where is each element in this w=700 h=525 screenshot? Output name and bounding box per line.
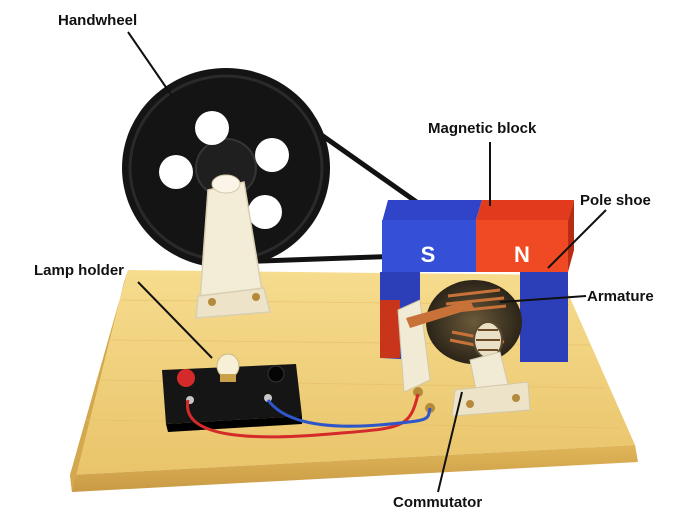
red-terminal xyxy=(177,369,195,387)
magnetic-block: S N xyxy=(382,200,574,272)
blue-wire xyxy=(266,399,432,428)
terminal-screw xyxy=(413,387,423,397)
stand-foot xyxy=(195,287,271,319)
magnet-top-blue xyxy=(382,200,482,222)
lamp-holder-leader xyxy=(137,281,213,359)
magnet-south-label: S xyxy=(421,242,436,267)
bracket-screw xyxy=(512,394,520,402)
pole-shoe-left-red xyxy=(380,300,400,358)
magnet-north-label: N xyxy=(514,242,530,267)
base-front-edge xyxy=(70,445,638,492)
armature-label: Armature xyxy=(587,288,654,305)
handwheel-hole xyxy=(159,155,193,189)
stand-screw xyxy=(208,298,216,306)
leader-lines xyxy=(127,31,607,493)
handwheel-hole xyxy=(195,111,229,145)
pole-shoe-right xyxy=(520,272,568,362)
lamp-screw xyxy=(264,394,272,402)
lamp-socket xyxy=(220,374,236,382)
commutator-segments xyxy=(476,329,500,351)
handwheel-hole xyxy=(248,195,282,229)
magnetic-block-label: Magnetic block xyxy=(428,120,537,137)
armature xyxy=(426,280,522,364)
lamp-holder-base xyxy=(162,364,302,424)
base-side-edge xyxy=(70,270,128,492)
lamp-holder xyxy=(162,353,302,432)
pole-shoe-label: Pole shoe xyxy=(580,192,651,209)
lamp-holder-label: Lamp holder xyxy=(34,262,125,279)
wires xyxy=(186,393,432,439)
lamp-holder-side xyxy=(166,416,302,432)
bracket-screw xyxy=(466,400,474,408)
magnet-front-blue xyxy=(382,220,476,272)
commutator-leader xyxy=(437,391,463,493)
red-wire xyxy=(186,393,420,439)
black-terminal xyxy=(267,365,285,383)
magnet-side xyxy=(568,200,574,272)
handwheel-hole xyxy=(255,138,289,172)
stand-screw xyxy=(252,293,260,301)
magnet-top-red xyxy=(476,200,574,220)
pole-shoe-leader xyxy=(547,209,607,269)
brush-arm xyxy=(406,300,474,328)
stand-axle-cap xyxy=(211,174,241,194)
handwheel-leader xyxy=(127,31,173,97)
armature-leader xyxy=(499,295,587,303)
commutator-label: Commutator xyxy=(393,494,483,511)
brush-holders xyxy=(397,299,531,417)
handwheel-label: Handwheel xyxy=(58,12,138,29)
handwheel-stand xyxy=(195,174,271,319)
